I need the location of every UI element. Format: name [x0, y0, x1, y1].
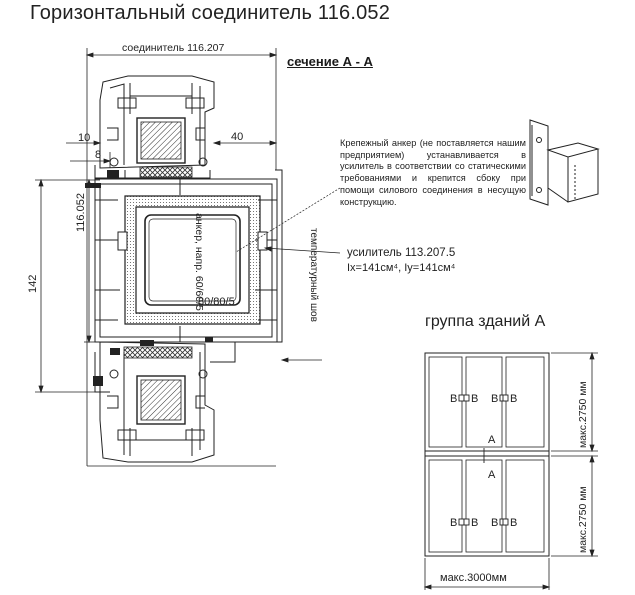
anchor-label-text: анкер, напр. 60/60/5: [193, 213, 205, 311]
building-elevation: [424, 352, 550, 557]
upper-seal-strip: [139, 166, 193, 178]
small-dimension-lines: [66, 136, 278, 168]
connector-width-dimension: [85, 48, 278, 170]
seam-label: температурный шов: [308, 228, 319, 322]
b-label: B: [450, 393, 457, 405]
connector-body: [94, 178, 278, 343]
dim-40: 40: [231, 131, 243, 143]
max-height-upper: макс.2750 мм: [577, 381, 589, 448]
right-frame-plate: [210, 169, 283, 363]
a-label: A: [488, 469, 496, 481]
connector-side-tabs: [117, 231, 268, 251]
seam-leader: [280, 357, 322, 363]
connector-label: соединитель 116.207: [122, 42, 225, 54]
dim-142: 142: [27, 275, 39, 293]
anchor-label: анкер, напр. 60/60/5: [193, 213, 205, 311]
note-leaders: [235, 187, 341, 253]
dim-connector-height: 116.052: [75, 193, 87, 232]
upper-frame-profile: [94, 75, 215, 179]
reinforcement-leader: [263, 246, 341, 254]
b-label: B: [471, 393, 478, 405]
page-title: Горизонтальный соединитель 116.052: [30, 2, 391, 24]
building-group-title: группа зданий А: [425, 313, 546, 330]
reinforcement-name: усилитель 113.207.5: [347, 247, 455, 259]
anchor-3d-sketch: [529, 119, 600, 206]
height-dimension-lines: [551, 351, 598, 558]
profile-size-label: 80/80/5: [198, 296, 235, 308]
b-label: B: [510, 517, 517, 529]
max-height-lower: макс.2750 мм: [577, 486, 589, 553]
lower-frame-profile: [94, 341, 215, 463]
width-dimension-lines: [423, 558, 551, 590]
lower-seal-strip: [123, 346, 193, 359]
a-label: A: [488, 434, 496, 446]
b-label: B: [450, 517, 457, 529]
b-label: B: [491, 393, 498, 405]
anchor-section: [144, 214, 241, 306]
max-width: макс.3000мм: [440, 572, 507, 584]
dim-8: 8: [95, 149, 101, 161]
left-dimension-lines: [35, 76, 276, 467]
anchor-note: Крепежный анкер (не поставляется нашим п…: [340, 138, 526, 207]
b-label: B: [471, 517, 478, 529]
section-label: сечение А - А: [287, 54, 373, 69]
b-label: B: [491, 517, 498, 529]
dim-10: 10: [78, 132, 90, 144]
b-label: B: [510, 393, 517, 405]
reinforcement-inertia: Ix=141см⁴, Iy=141см⁴: [347, 262, 456, 274]
b-marks: [458, 394, 509, 526]
reinforcement-profile: [124, 195, 261, 325]
